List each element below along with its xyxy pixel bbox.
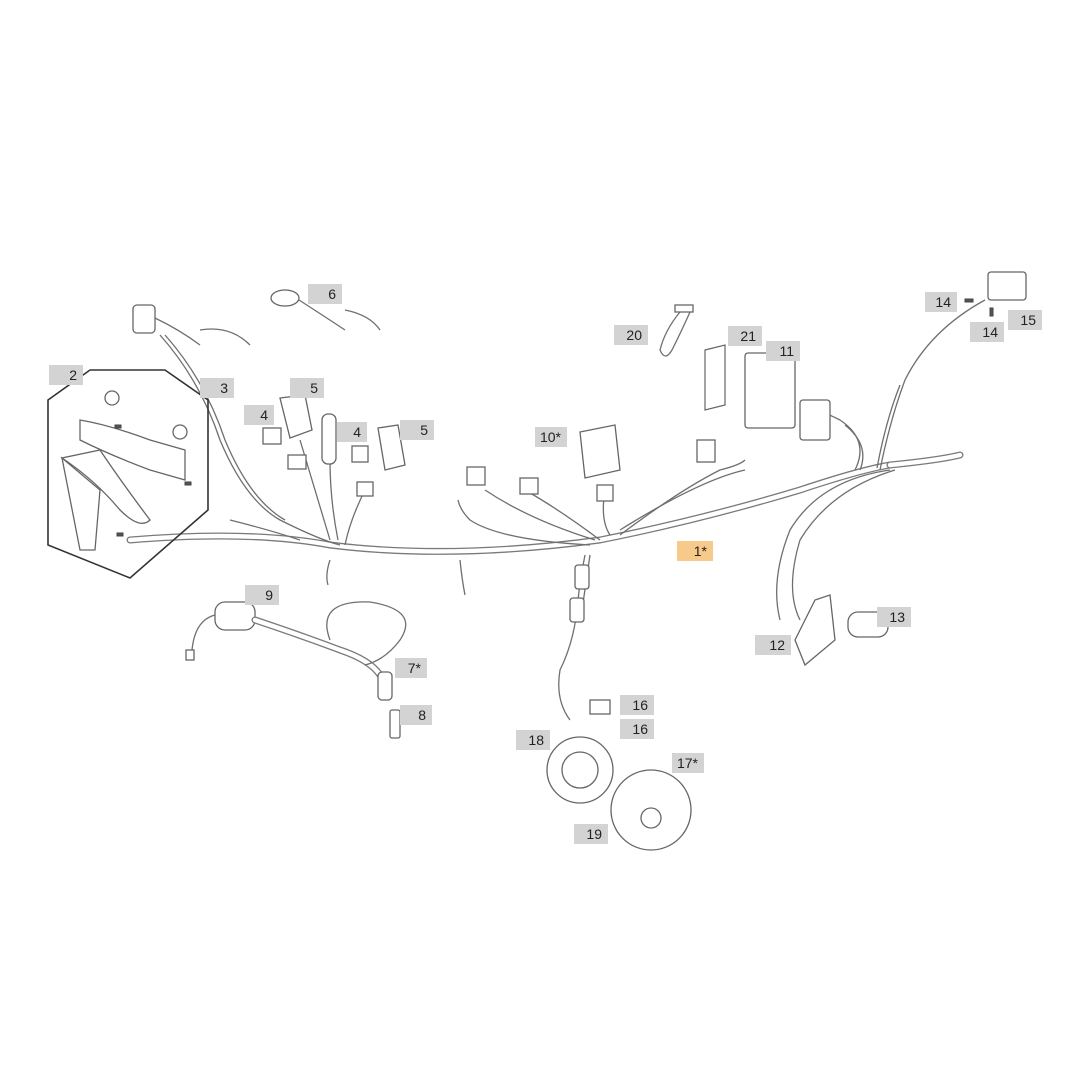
callout-15[interactable]: 15 bbox=[1008, 310, 1042, 330]
callout-9[interactable]: 9 bbox=[245, 585, 279, 605]
callout-2[interactable]: 2 bbox=[49, 365, 83, 385]
callout-4a[interactable]: 4 bbox=[244, 405, 274, 425]
callout-7[interactable]: 7* bbox=[395, 658, 427, 678]
callout-17[interactable]: 17* bbox=[672, 753, 704, 773]
voltage-regulator bbox=[466, 424, 716, 502]
callout-3[interactable]: 3 bbox=[200, 378, 234, 398]
callout-21[interactable]: 21 bbox=[728, 326, 762, 346]
callout-10[interactable]: 10* bbox=[535, 427, 567, 447]
relays-and-covers bbox=[262, 394, 406, 497]
callout-8[interactable]: 8 bbox=[400, 705, 432, 725]
callout-16b[interactable]: 16 bbox=[620, 719, 654, 739]
callout-11[interactable]: 11 bbox=[766, 341, 800, 361]
headlight-assembly-group bbox=[47, 369, 209, 579]
handlebar-switch bbox=[132, 304, 251, 346]
tail-light bbox=[964, 271, 1027, 317]
callout-5a[interactable]: 5 bbox=[290, 378, 324, 398]
main-wiring-harness bbox=[126, 299, 986, 721]
bracket-and-capacitor bbox=[794, 594, 889, 667]
callout-16a[interactable]: 16 bbox=[620, 695, 654, 715]
callout-5b[interactable]: 5 bbox=[400, 420, 434, 440]
callout-18[interactable]: 18 bbox=[516, 730, 550, 750]
stator-and-flywheel bbox=[546, 564, 692, 851]
callout-14a[interactable]: 14 bbox=[925, 292, 957, 312]
callout-14b[interactable]: 14 bbox=[970, 322, 1004, 342]
callout-4b[interactable]: 4 bbox=[337, 422, 367, 442]
callout-13[interactable]: 13 bbox=[877, 607, 911, 627]
callout-6[interactable]: 6 bbox=[308, 284, 342, 304]
callout-19[interactable]: 19 bbox=[574, 824, 608, 844]
callout-1[interactable]: 1* bbox=[677, 541, 713, 561]
callout-12[interactable]: 12 bbox=[755, 635, 791, 655]
callout-20[interactable]: 20 bbox=[614, 325, 648, 345]
ecu-module bbox=[659, 304, 831, 441]
kill-switch-cord bbox=[270, 289, 381, 331]
ignition-coil bbox=[185, 601, 407, 739]
